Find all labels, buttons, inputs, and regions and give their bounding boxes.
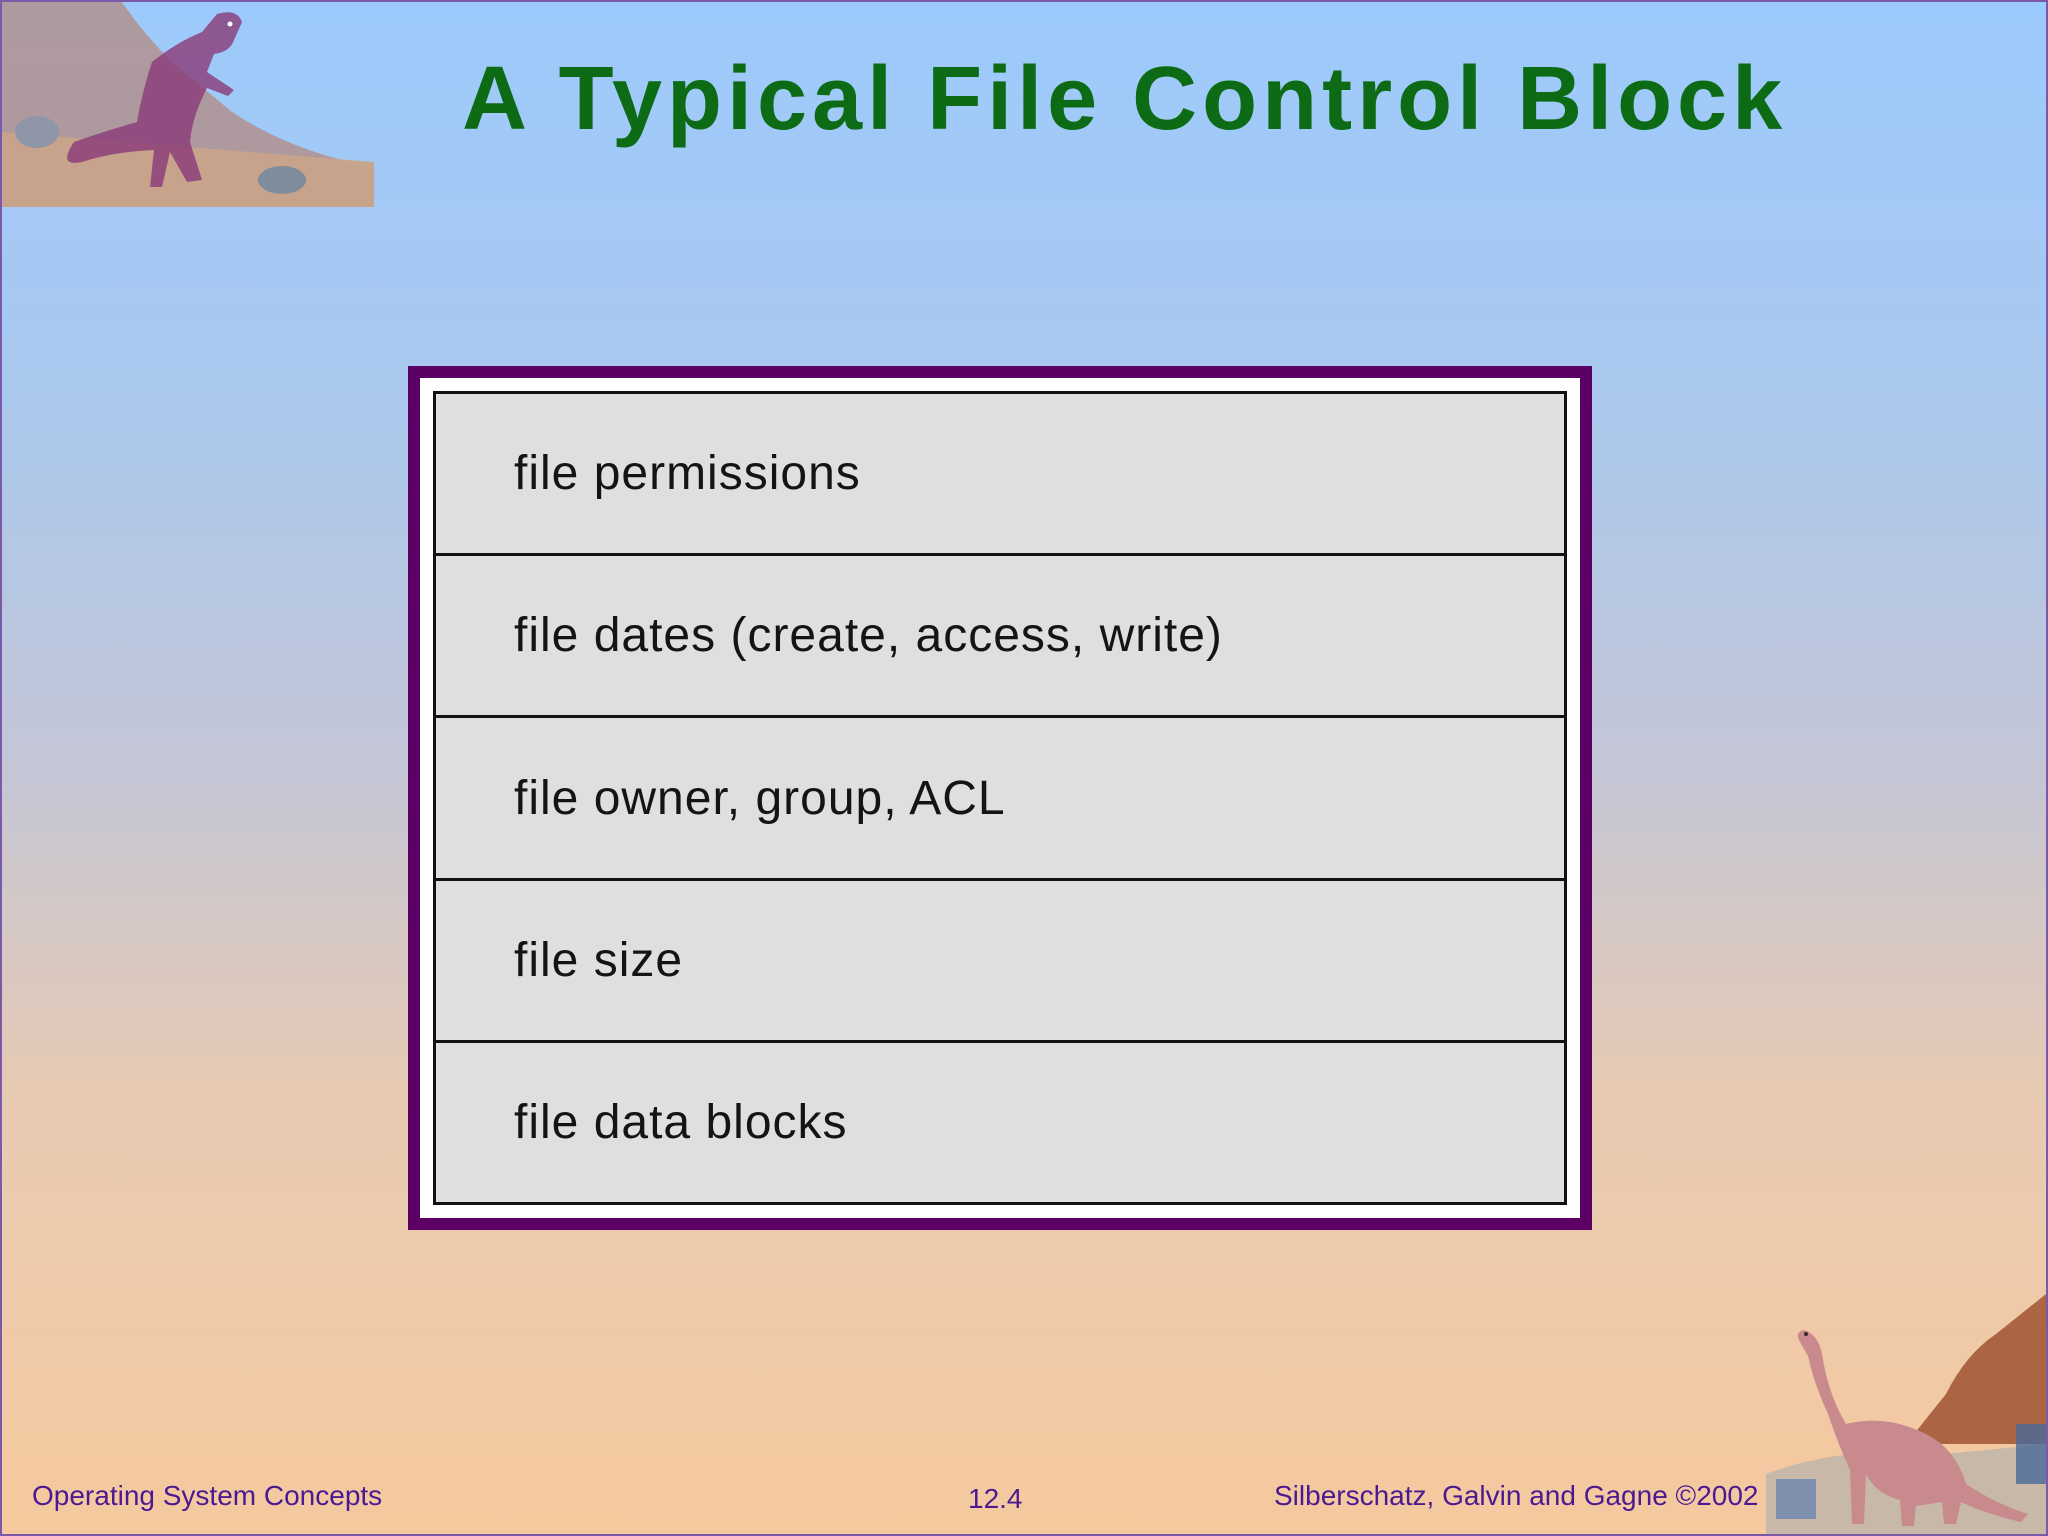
fcb-field-permissions: file permissions	[436, 394, 1564, 557]
footer-course-title: Operating System Concepts	[32, 1480, 383, 1511]
brontosaurus-dinosaur-icon	[1766, 1294, 2046, 1534]
fcb-field-owner: file owner, group, ACL	[436, 718, 1564, 881]
fcb-table: file permissions file dates (create, acc…	[433, 391, 1567, 1205]
trex-dinosaur-icon	[2, 2, 374, 207]
fcb-field-dates: file dates (create, access, write)	[436, 556, 1564, 719]
fcb-frame: file permissions file dates (create, acc…	[408, 366, 1592, 1230]
footer-copyright: Silberschatz, Galvin and Gagne ©2002	[1274, 1480, 1759, 1511]
footer-slide-number: 12.4	[968, 1483, 1023, 1514]
fcb-field-size: file size	[436, 881, 1564, 1043]
fcb-field-data-blocks: file data blocks	[514, 1095, 848, 1149]
slide-title: A Typical File Control Block	[462, 49, 1788, 149]
